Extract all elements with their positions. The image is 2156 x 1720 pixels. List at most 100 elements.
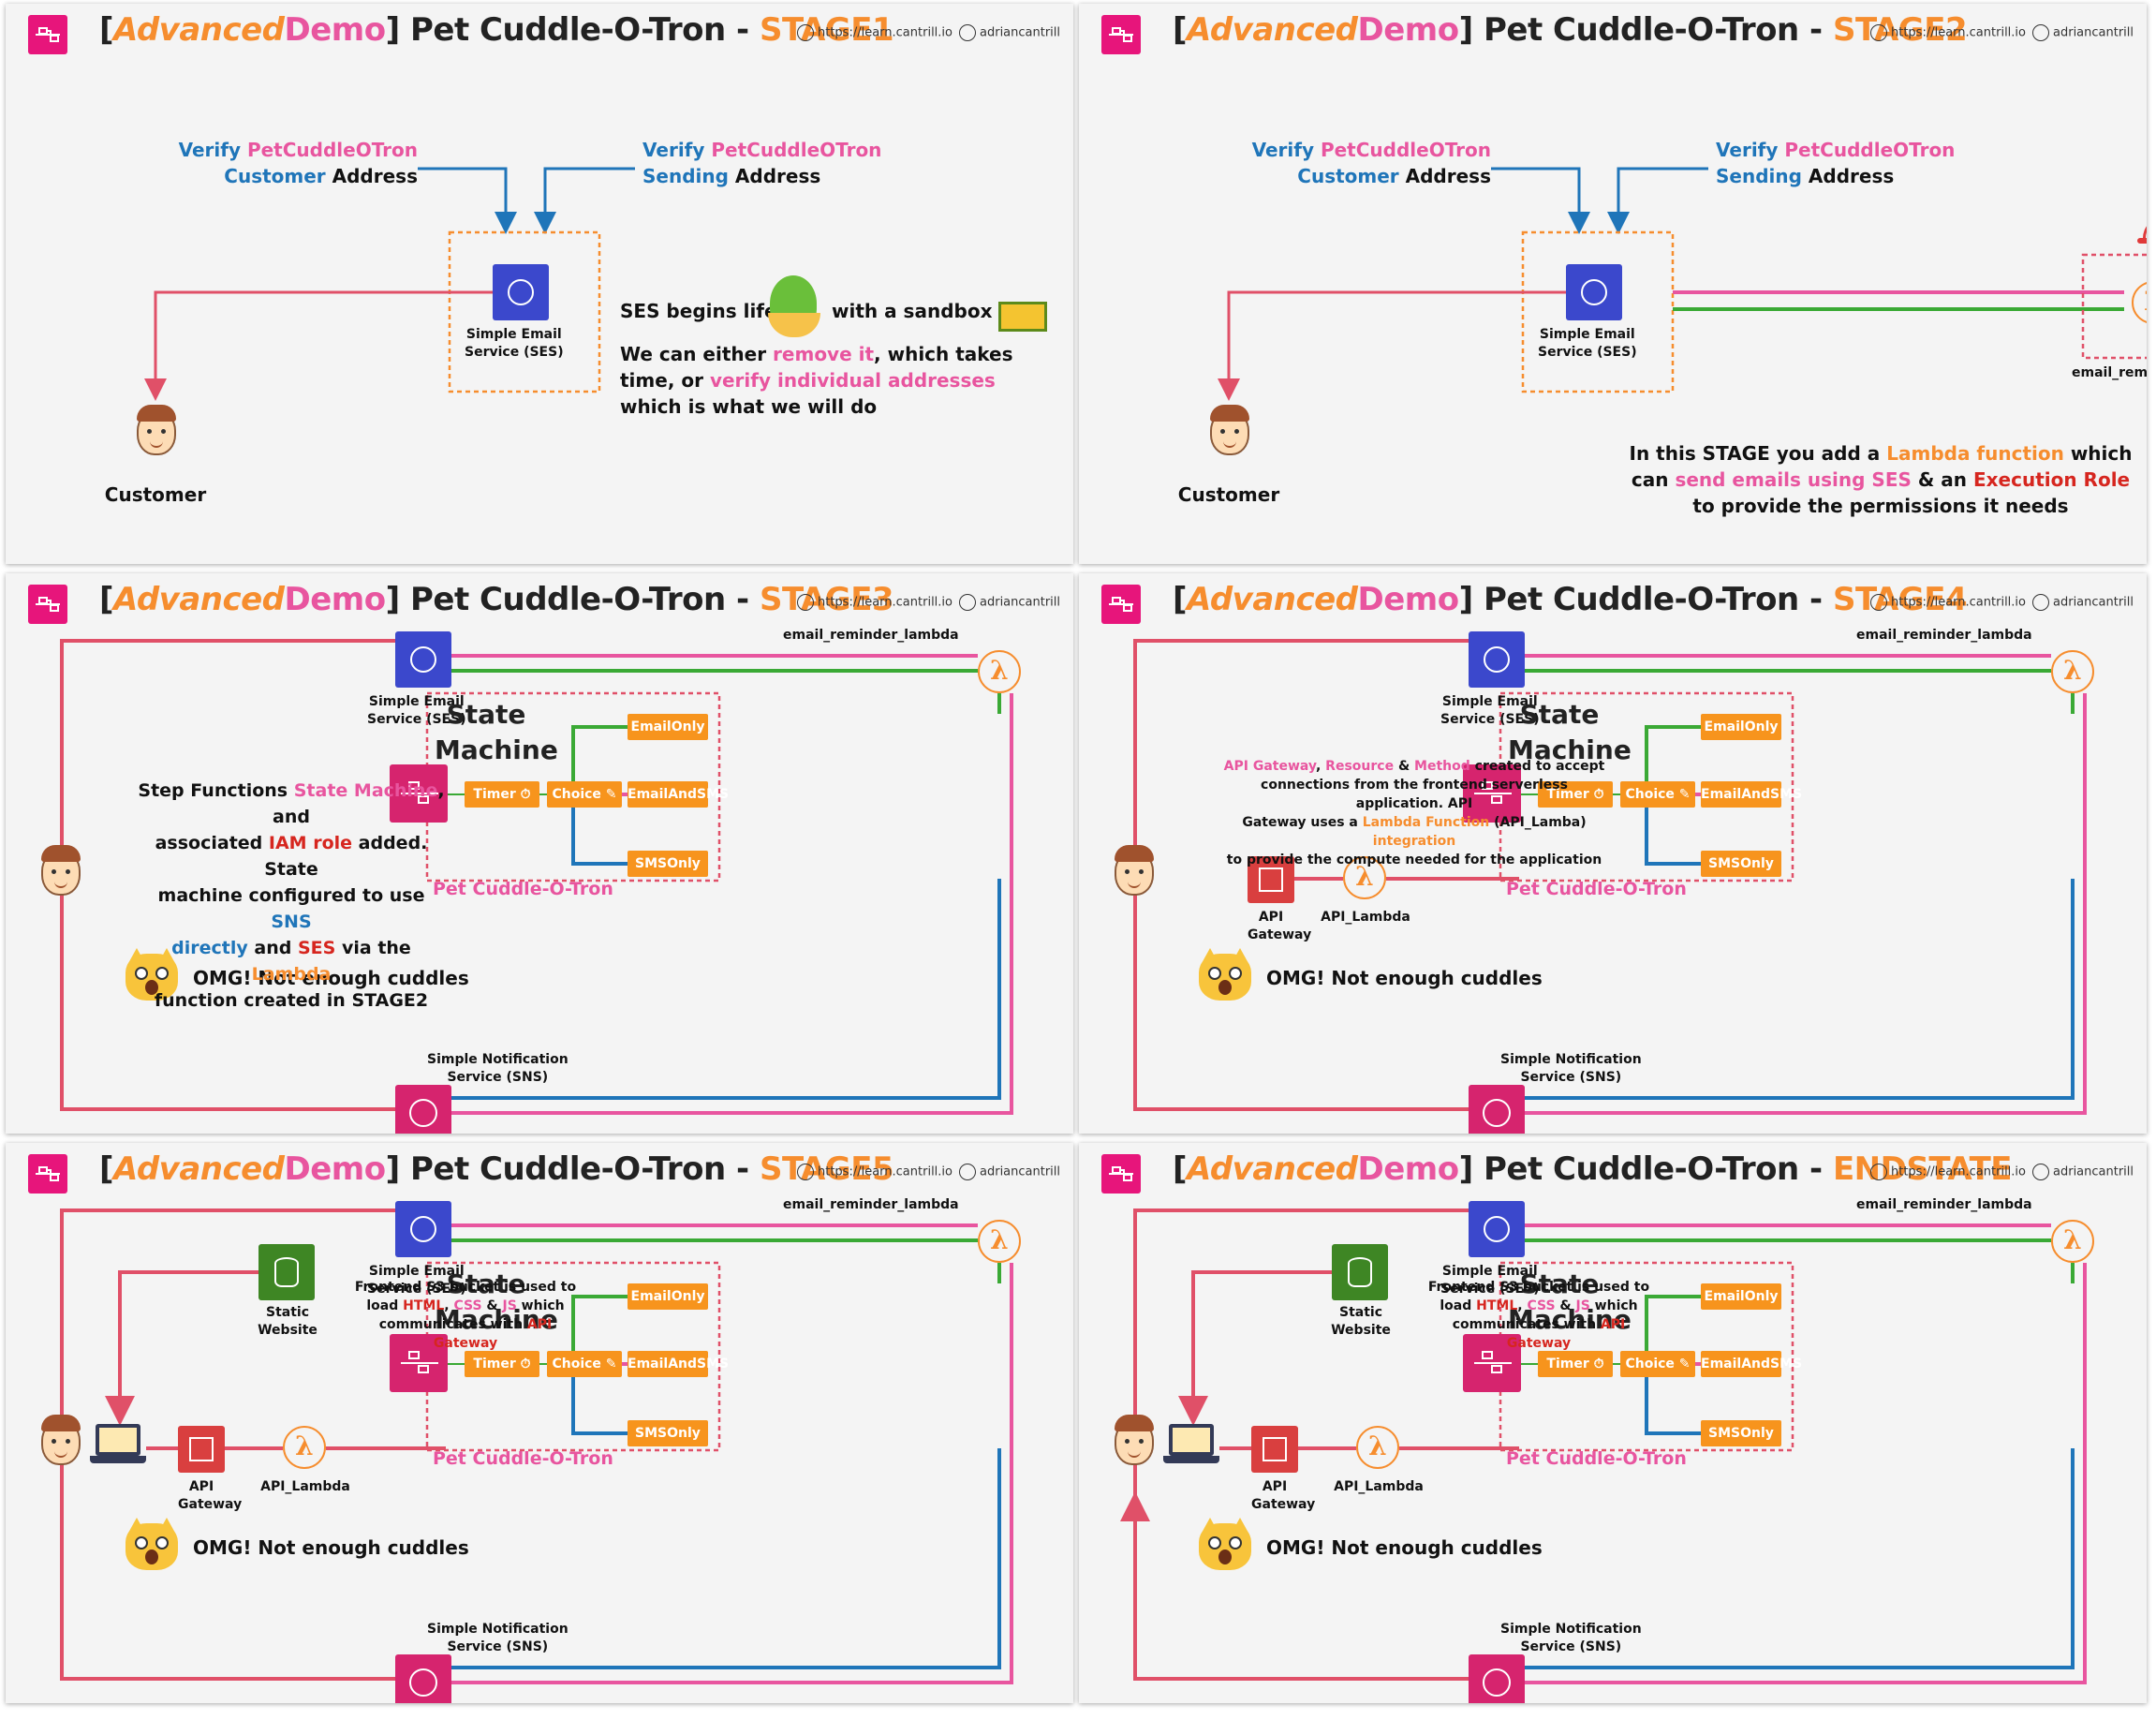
text-fragment: Service (SES) [465, 345, 564, 360]
customer-icon [36, 843, 86, 899]
cat-eye [135, 1536, 148, 1549]
text-fragment: and [254, 938, 292, 958]
scared-cat-icon [1197, 948, 1253, 1004]
ses-sandbox-boundary [1521, 230, 1675, 393]
api-gateway-symbol [1263, 1437, 1287, 1461]
face-mouth [1128, 1451, 1141, 1458]
text-fragment: API_Lambda [260, 1479, 350, 1494]
text-fragment: Method [1414, 759, 1470, 774]
stage-name: STAGE5 [759, 1150, 894, 1188]
face-eye [147, 429, 152, 434]
envelope-icon [1484, 1216, 1510, 1242]
panel-title: [AdvancedDemo] Pet Cuddle-O-Tron - STAGE… [99, 1150, 894, 1188]
text-fragment: email_reminder_lambda [2072, 365, 2147, 380]
text-fragment: EmailAndSMS [1701, 787, 1803, 802]
text-fragment: OMG! Not enough cuddles [193, 1536, 469, 1559]
text-fragment: , which takes [874, 343, 1013, 365]
twitter-handle[interactable]: adriancantrill [959, 1164, 1060, 1180]
text-fragment: & [1394, 759, 1415, 774]
face-hair [1115, 845, 1154, 862]
text-fragment: Customer [224, 165, 326, 187]
envelope-icon [1581, 279, 1607, 305]
text-fragment: Gateway [1251, 1497, 1316, 1512]
text-fragment: Step Functions [138, 780, 288, 801]
api-lambda-icon: λ [283, 1426, 326, 1469]
role-helmet-icon [2137, 217, 2147, 245]
website-link[interactable]: https://learn.cantrill.io [797, 24, 952, 41]
text-fragment: State Machine [293, 780, 438, 801]
website-link[interactable]: https://learn.cantrill.io [1870, 24, 2026, 41]
text-fragment: CSS [453, 1298, 482, 1313]
sfn-node [1491, 1365, 1502, 1373]
twitter-handle[interactable]: adriancantrill [2032, 594, 2134, 611]
connections [144, 167, 635, 401]
twitter-handle[interactable]: adriancantrill [959, 24, 1060, 41]
text-fragment: SMSOnly [635, 856, 701, 871]
text-fragment: EmailOnly [630, 1289, 705, 1304]
text-fragment: communicates with [378, 1317, 524, 1332]
stage-panel-3: [AdvancedDemo] Pet Cuddle-O-Tron - STAGE… [6, 573, 1073, 1134]
choice-to-smsonly [571, 808, 628, 866]
face-eye [66, 869, 70, 874]
text-fragment: Choice [1625, 1357, 1675, 1372]
text-fragment: IAM role [268, 833, 353, 853]
cat-eye [155, 967, 169, 980]
text-fragment: EmailAndSMS [628, 1357, 730, 1372]
cat-mouth [145, 1549, 158, 1564]
email-and-sms-state: EmailAndSMS [1701, 781, 1802, 808]
text-fragment: Service (SNS) [447, 1070, 549, 1085]
email-reminder-lambda-icon: λ [978, 650, 1021, 693]
api-gateway-symbol [189, 1437, 214, 1461]
text-fragment: HTML [1476, 1298, 1518, 1313]
twitter-handle[interactable]: adriancantrill [2032, 24, 2134, 41]
website-link[interactable]: https://learn.cantrill.io [1870, 1164, 2026, 1180]
text-fragment: Verify [1716, 139, 1779, 161]
laptop-base [90, 1456, 146, 1463]
s3-to-laptop-arrow [1178, 1270, 1332, 1426]
text-fragment: Machine [435, 1304, 558, 1335]
website-link[interactable]: https://learn.cantrill.io [797, 1164, 952, 1180]
stage-name: STAGE3 [759, 581, 894, 618]
customer-icon [131, 403, 182, 459]
text-fragment: email_reminder_lambda [1856, 1197, 2032, 1212]
cat-eye [135, 967, 148, 980]
connections [60, 1208, 1013, 1684]
api-gateway-icon [1248, 856, 1294, 903]
text-fragment: EmailOnly [1704, 1289, 1779, 1304]
website-link[interactable]: https://learn.cantrill.io [1870, 594, 2026, 611]
helmet-dome [2143, 217, 2147, 240]
choice-to-emailonly [571, 725, 628, 781]
twitter-handle[interactable]: adriancantrill [2032, 1164, 2134, 1180]
text-fragment: Simple Notification [1500, 1622, 1642, 1637]
text-fragment: PetCuddleOTron [1320, 139, 1491, 161]
api-lambda-label: API_Lambda [1319, 909, 1412, 927]
step-functions-icon [1463, 764, 1521, 823]
customer-loop [1133, 639, 1469, 1111]
s3-to-laptop-arrow [105, 1270, 258, 1426]
verify-customer-arrow [1491, 167, 1590, 234]
compass-icon [797, 594, 814, 611]
twitter-handle[interactable]: adriancantrill [959, 594, 1060, 611]
face-hair [137, 405, 176, 422]
choice-to-smsonly [1645, 1377, 1701, 1435]
text-fragment: Simple Notification [427, 1052, 569, 1067]
pet-cuddle-o-tron-label: Pet Cuddle-O-Tron [1506, 879, 1687, 899]
choice-to-emailonly [571, 1295, 628, 1351]
sns-icon [395, 1085, 451, 1134]
face-eye [1234, 429, 1239, 434]
ses-icon [1469, 631, 1525, 688]
bucket-symbol [1348, 1257, 1372, 1287]
website-link[interactable]: https://learn.cantrill.io [797, 594, 952, 611]
compass-icon [1870, 594, 1887, 611]
text-fragment: integration [1372, 834, 1456, 849]
text-fragment: time, or [620, 369, 703, 392]
text-fragment: SES begins life [620, 300, 777, 322]
text-fragment: SMSOnly [1708, 1426, 1774, 1441]
sfn-node [418, 1365, 429, 1373]
laptop-screen [96, 1424, 140, 1456]
face-mouth [1128, 882, 1141, 888]
